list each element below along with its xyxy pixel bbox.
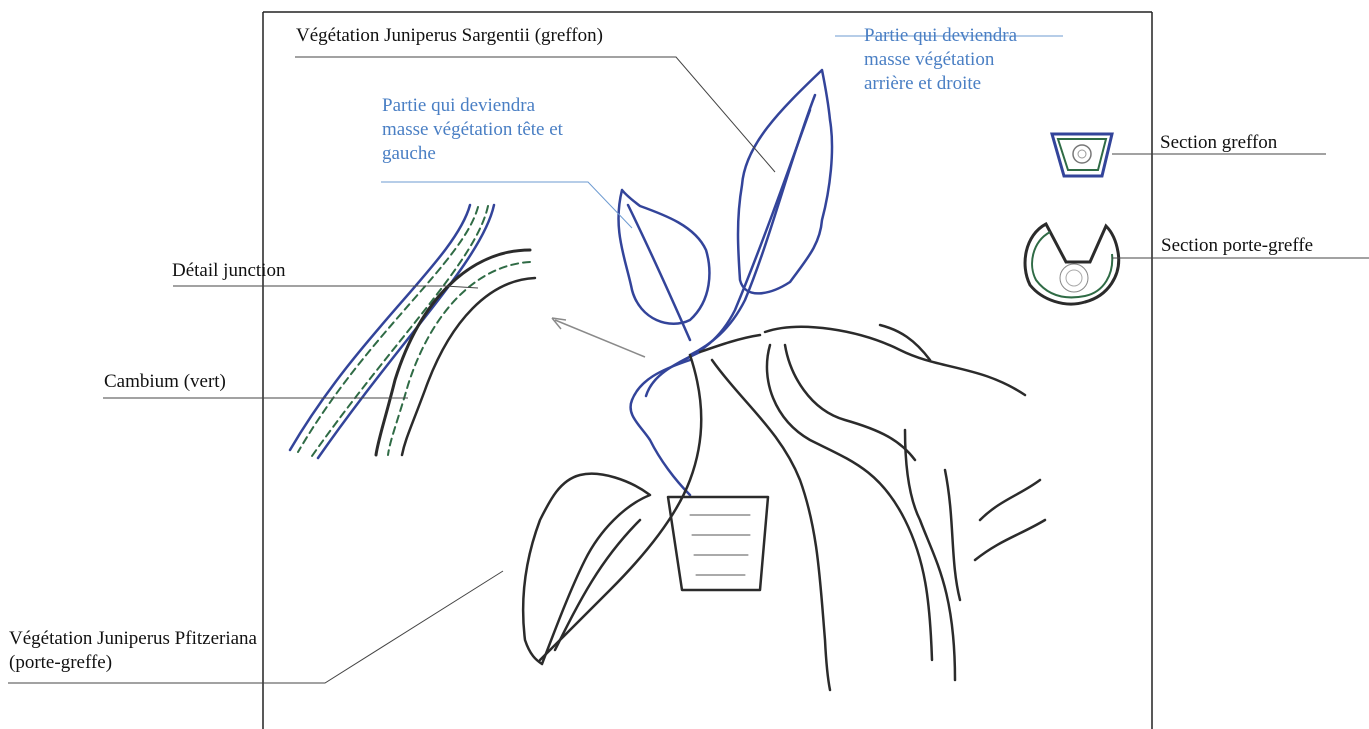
rootstock-section-icon <box>1025 224 1119 304</box>
label-line: Partie qui deviendra <box>382 94 563 118</box>
label-pfitzeriana-rootstock: Végétation Juniperus Pfitzeriana (porte-… <box>9 627 257 675</box>
label-junction-detail: Détail junction <box>172 259 285 283</box>
label-line: masse végétation <box>864 48 1017 72</box>
label-line: Végétation Juniperus Pfitzeriana <box>9 627 257 651</box>
rootstock-sketch <box>523 325 1045 690</box>
label-section-rootstock: Section porte-greffe <box>1161 234 1313 258</box>
label-line: Partie qui deviendra <box>864 24 1017 48</box>
label-cambium: Cambium (vert) <box>104 370 226 394</box>
label-line: masse végétation tête et <box>382 118 563 142</box>
junction-detail-sketch <box>290 205 535 458</box>
label-sargentii-graft: Végétation Juniperus Sargentii (greffon) <box>296 24 603 48</box>
label-line: gauche <box>382 142 563 166</box>
label-section-graft: Section greffon <box>1160 131 1277 155</box>
label-top-left-part: Partie qui deviendra masse végétation tê… <box>382 94 563 166</box>
label-line: arrière et droite <box>864 72 1017 96</box>
direction-arrow <box>552 318 645 357</box>
graft-section-icon <box>1052 134 1112 176</box>
graft-foliage-sketch <box>619 70 833 495</box>
label-top-right-part: Partie qui deviendra masse végétation ar… <box>864 24 1017 96</box>
label-line: (porte-greffe) <box>9 651 257 675</box>
